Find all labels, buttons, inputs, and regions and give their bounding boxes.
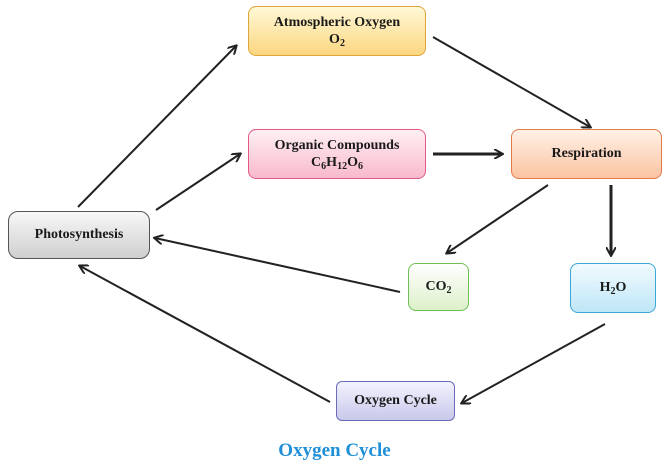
arrow-photosynthesis-to-atmospheric-oxygen	[77, 46, 236, 208]
arrow-respiration-to-co2	[447, 184, 549, 253]
oxygen-cycle-label: Oxygen Cycle	[354, 393, 437, 409]
node-respiration: Respiration	[511, 129, 662, 179]
h2o-formula: H2O	[599, 280, 627, 298]
node-co2: CO2	[408, 263, 469, 311]
atmospheric-oxygen-formula: O2	[329, 32, 345, 49]
co2-formula: CO2	[425, 279, 452, 297]
arrow-photosynthesis-to-organic-compounds	[155, 154, 240, 211]
respiration-label: Respiration	[551, 146, 622, 162]
arrow-oxygen-cycle-to-photosynthesis	[80, 266, 331, 403]
node-photosynthesis: Photosynthesis	[8, 211, 150, 259]
organic-compounds-label: Organic Compounds	[274, 137, 400, 153]
arrow-atmospheric-oxygen-to-respiration	[432, 36, 590, 127]
node-h2o: H2O	[570, 263, 656, 313]
node-atmospheric-oxygen: Atmospheric Oxygen O2	[248, 6, 426, 56]
arrow-co2-to-photosynthesis	[155, 238, 401, 293]
node-organic-compounds: Organic Compounds C6H12O6	[248, 129, 426, 179]
photosynthesis-label: Photosynthesis	[34, 227, 124, 243]
node-oxygen-cycle: Oxygen Cycle	[336, 381, 455, 421]
organic-compounds-formula: C6H12O6	[311, 155, 363, 172]
atmospheric-oxygen-label: Atmospheric Oxygen	[273, 14, 401, 30]
arrow-h2o-to-oxygen-cycle	[462, 323, 606, 403]
diagram-title: Oxygen Cycle	[278, 440, 391, 461]
